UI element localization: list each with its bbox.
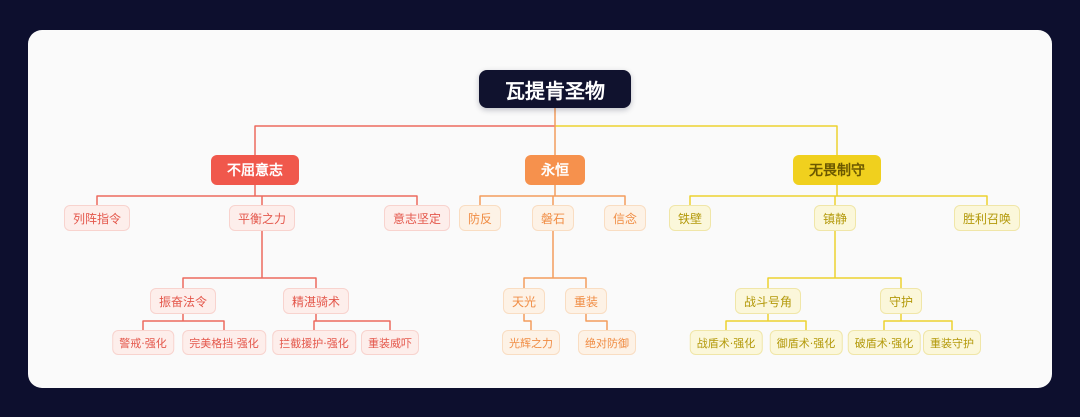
mindmap-node[interactable]: 信念 [603,205,647,231]
mindmap-node[interactable]: 意志坚定 [383,205,451,231]
mindmap-node[interactable]: 铁壁 [668,205,712,231]
mindmap-node[interactable]: 战斗号角 [734,288,802,314]
mindmap-node[interactable]: 精湛骑术 [282,288,350,314]
mindmap-node[interactable]: 列阵指令 [63,205,131,231]
mindmap-node[interactable]: 重装守护 [923,330,981,355]
root-node[interactable]: 瓦提肯圣物 [479,70,631,108]
mindmap-node[interactable]: 破盾术·强化 [847,330,921,355]
mindmap-node[interactable]: 光辉之力 [502,330,560,355]
mindmap-node[interactable]: 胜利召唤 [953,205,1021,231]
mindmap-node[interactable]: 磐石 [531,205,575,231]
mindmap-node[interactable]: 天光 [502,288,546,314]
mindmap-node[interactable]: 重装威吓 [361,330,419,355]
branch-node-fearless-defense[interactable]: 无畏制守 [793,155,881,185]
mindmap-node[interactable]: 战盾术·强化 [689,330,763,355]
mindmap-node[interactable]: 绝对防御 [578,330,636,355]
branch-node-unyielding-will[interactable]: 不屈意志 [211,155,299,185]
mindmap-node[interactable]: 完美格挡·强化 [182,330,266,355]
mindmap-node[interactable]: 平衡之力 [228,205,296,231]
mindmap-node[interactable]: 镇静 [813,205,857,231]
mindmap-node[interactable]: 重装 [564,288,608,314]
mindmap-node[interactable]: 警戒·强化 [112,330,174,355]
branch-node-eternal[interactable]: 永恒 [525,155,585,185]
mindmap-node[interactable]: 御盾术·强化 [769,330,843,355]
mindmap-node[interactable]: 拦截援护·强化 [272,330,356,355]
mindmap-node[interactable]: 振奋法令 [149,288,217,314]
mindmap-node[interactable]: 守护 [879,288,923,314]
mindmap-node[interactable]: 防反 [458,205,502,231]
